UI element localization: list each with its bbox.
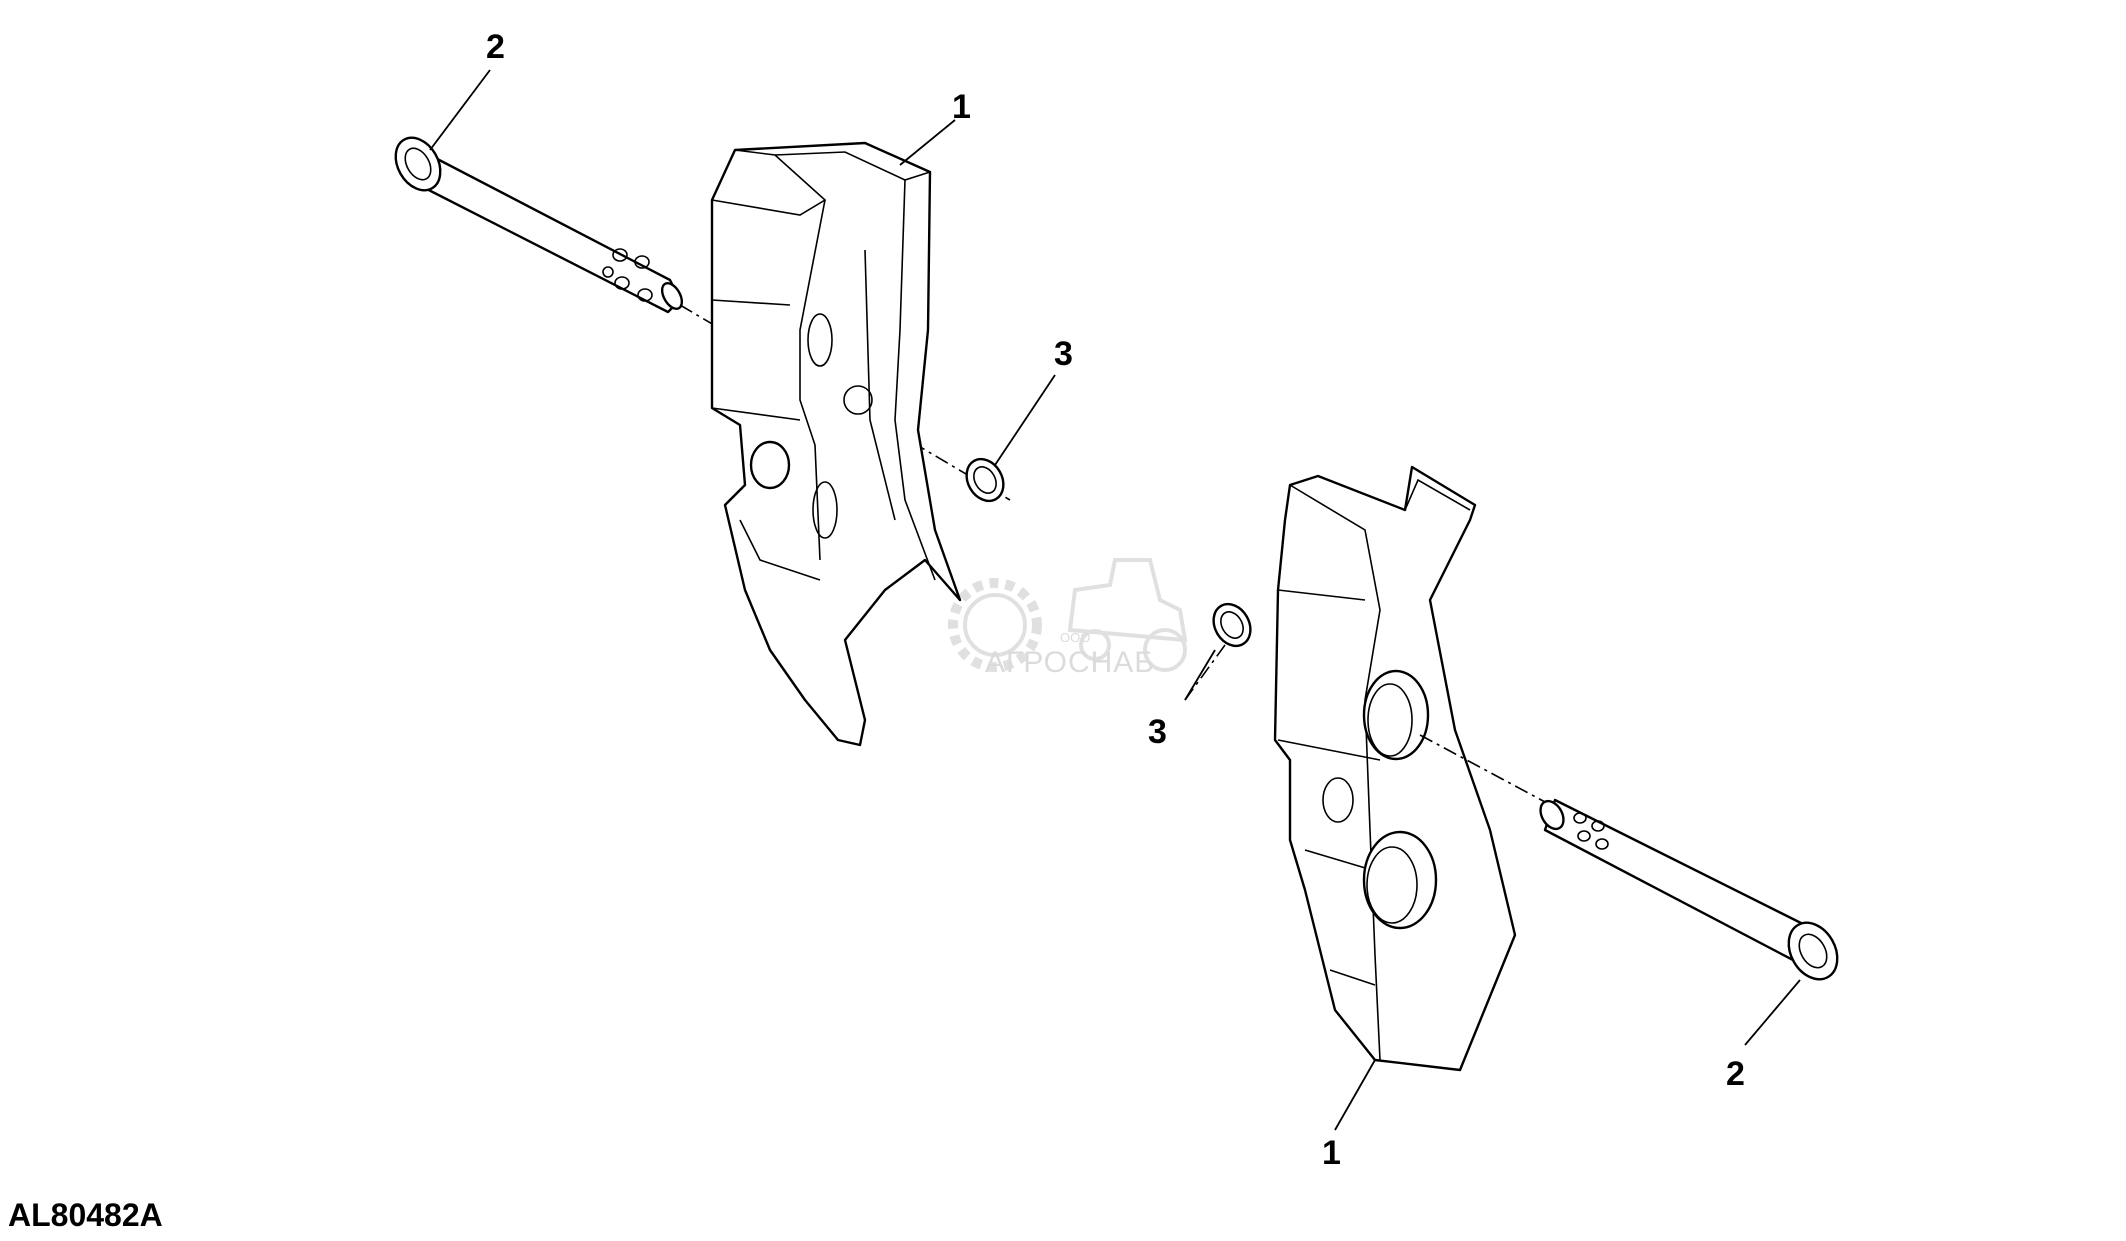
callout-2-upper: 2 bbox=[486, 28, 505, 66]
callout-1-upper: 1 bbox=[952, 88, 971, 126]
callout-3-upper: 3 bbox=[1054, 335, 1073, 373]
leader-line-c3 bbox=[994, 374, 1056, 466]
callout-3-lower: 3 bbox=[1148, 713, 1167, 751]
watermark-company: АГРОСНАБ bbox=[985, 646, 1155, 679]
watermark-logo: ООО АГРОСНАБ bbox=[948, 558, 1188, 679]
watermark-prefix: ООО bbox=[1060, 630, 1090, 645]
leader-line-c6 bbox=[1744, 979, 1801, 1046]
tractor-icon bbox=[1067, 558, 1188, 672]
leader-line-c1 bbox=[429, 69, 491, 151]
pin-upper bbox=[394, 136, 684, 314]
leader-line-c2 bbox=[899, 119, 956, 166]
washer-upper bbox=[965, 457, 1005, 503]
axis-line-lower bbox=[1184, 644, 1561, 811]
callout-1-lower: 1 bbox=[1322, 1134, 1341, 1172]
callout-2-lower: 2 bbox=[1726, 1055, 1745, 1093]
washer-lower bbox=[1212, 602, 1252, 648]
gear-icon bbox=[948, 578, 1042, 672]
shoe-lower bbox=[1273, 465, 1517, 1072]
leader-line-c4 bbox=[1184, 649, 1216, 701]
shoe-upper bbox=[710, 141, 962, 747]
figure-id: AL80482A bbox=[8, 1197, 163, 1233]
leader-line-c5 bbox=[1334, 1059, 1376, 1131]
pin-lower bbox=[1539, 798, 1839, 981]
